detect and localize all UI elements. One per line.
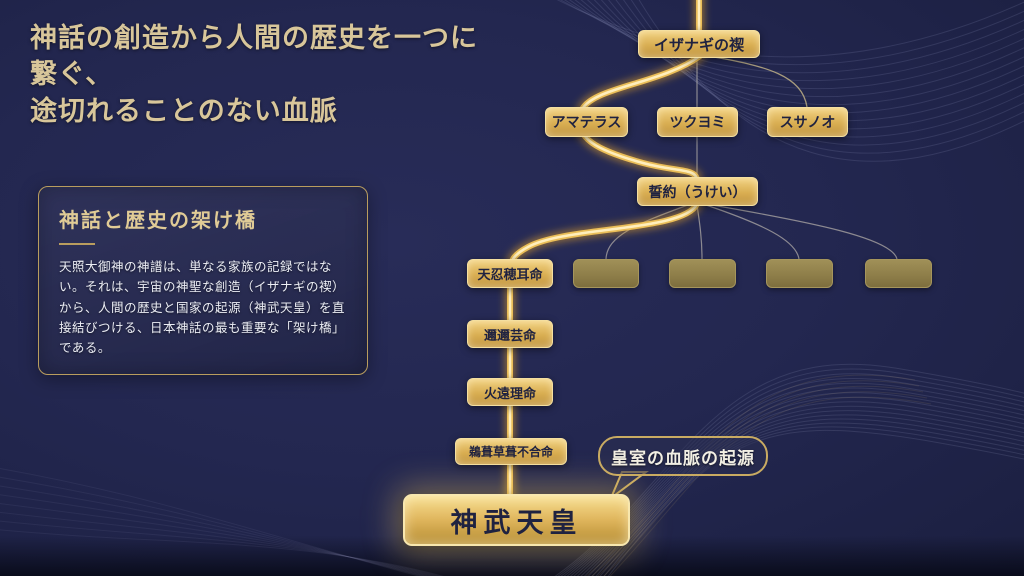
node-ame-no-oshihomimi: 天忍穂耳命 [467, 259, 553, 288]
info-card-divider [59, 243, 95, 245]
info-card-title: 神話と歴史の架け橋 [59, 210, 257, 232]
node-placeholder-1 [573, 259, 639, 288]
node-amaterasu: アマテラス [545, 107, 628, 137]
callout-imperial-origin: 皇室の血脈の起源 [598, 436, 768, 476]
node-placeholder-4 [865, 259, 932, 288]
node-ukei: 誓約（うけい） [637, 177, 758, 206]
thin-connector-susanoo [707, 55, 808, 108]
info-card-body: 天照大御神の神譜は、単なる家族の記録ではない。それは、宇宙の神聖な創造（イザナギ… [59, 260, 346, 355]
node-placeholder-2 [669, 259, 736, 288]
node-placeholder-3 [766, 259, 833, 288]
node-jimmu: 神武天皇 [403, 494, 630, 546]
page-title-line2: 途切れることのない血脈 [30, 95, 338, 126]
page-title-line1: 神話の創造から人間の歴史を一つに繋ぐ、 [30, 23, 478, 90]
node-izanagi-misogi: イザナギの禊 [638, 30, 760, 58]
node-hoori: 火遠理命 [467, 378, 553, 406]
info-card: 神話と歴史の架け橋 天照大御神の神譜は、単なる家族の記録ではない。それは、宇宙の… [38, 186, 368, 376]
node-ninigi: 邇邇芸命 [467, 320, 553, 348]
page-title: 神話の創造から人間の歴史を一つに繋ぐ、 途切れることのない血脈 [30, 20, 500, 129]
node-tsukuyomi: ツクヨミ [657, 107, 738, 137]
node-ugayafukiaezu: 鵜葺草葺不合命 [455, 438, 567, 465]
node-susanoo: スサノオ [767, 107, 848, 137]
